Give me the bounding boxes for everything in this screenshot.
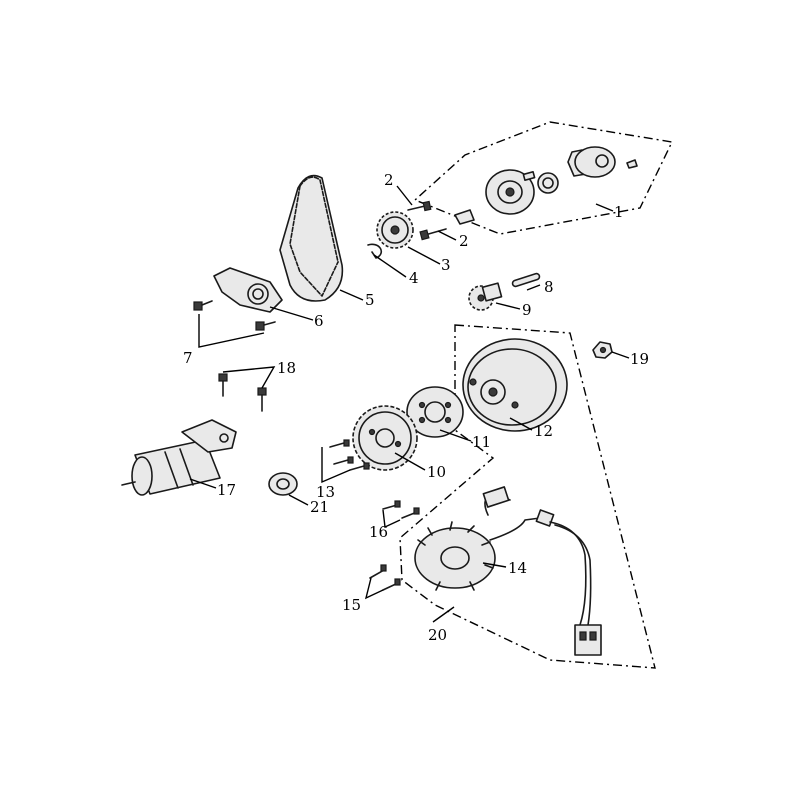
callout-12: 12: [534, 422, 553, 440]
wiring-harness-20: [482, 486, 602, 656]
group-1-outline: [413, 121, 674, 235]
chain-5: [279, 174, 344, 302]
sprocket-3: [376, 211, 414, 249]
callout-9: 9: [522, 301, 532, 319]
screw-2-upper: [407, 200, 432, 212]
bolts-16: [382, 500, 420, 519]
callout-2-lower: 2: [459, 232, 469, 250]
callout-15: 15: [342, 596, 361, 614]
leader-lines: [189, 185, 630, 623]
callout-13: 13: [316, 483, 335, 501]
bolt-18-right: [257, 387, 267, 412]
group-20-outline: [399, 324, 656, 669]
callout-17: 17: [217, 481, 236, 499]
bolt-7-right: [255, 321, 276, 331]
cover-6: [213, 267, 283, 313]
bolt-18-left: [218, 373, 228, 397]
starter-motor-17: [121, 419, 237, 496]
pin-8: [511, 272, 541, 288]
callout-4: 4: [409, 269, 419, 287]
callout-16: 16: [369, 523, 388, 541]
bolt-7-left: [193, 300, 213, 311]
callout-7: 7: [183, 349, 193, 367]
callout-3: 3: [441, 256, 451, 274]
oil-pump-assembly: [454, 146, 638, 225]
callout-10: 10: [427, 463, 446, 481]
gear-9: [468, 282, 503, 311]
starter-gear-10: [352, 405, 418, 471]
callout-19: 19: [630, 350, 649, 368]
callout-2-upper: 2: [384, 171, 394, 189]
screw-2-lower: [419, 228, 447, 241]
flywheel-12: [462, 338, 568, 432]
callout-6: 6: [314, 312, 324, 330]
callout-5: 5: [365, 291, 375, 309]
bolts-15: [369, 564, 401, 591]
callout-1: 1: [614, 203, 624, 221]
callout-18: 18: [277, 359, 296, 377]
callout-14: 14: [508, 559, 527, 577]
nut-19: [592, 341, 613, 359]
callout-8: 8: [544, 278, 554, 296]
callout-21: 21: [310, 498, 329, 516]
clutch-plate-11: [406, 386, 464, 438]
bolts-13: [329, 439, 370, 471]
stator-14: [414, 521, 496, 591]
washer-21: [268, 472, 298, 496]
callout-20: 20: [428, 626, 447, 644]
callout-11: 11: [472, 433, 491, 451]
